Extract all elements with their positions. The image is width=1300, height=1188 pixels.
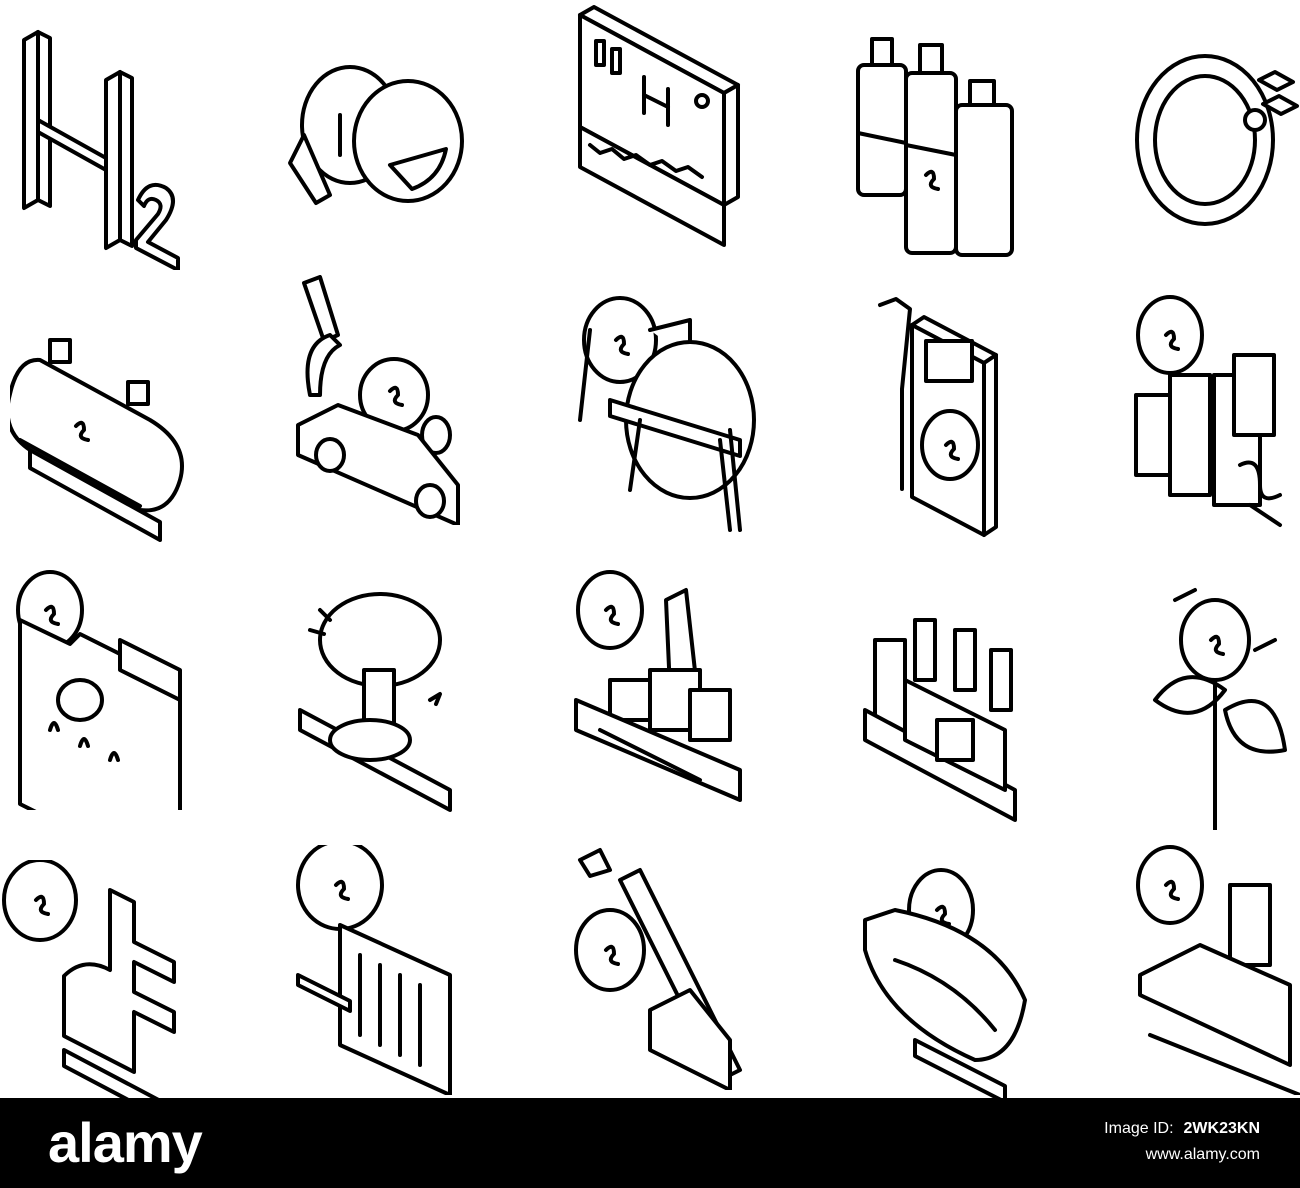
- hydrogen-airship-icon: [855, 860, 1075, 1110]
- fuel-station-icon: [860, 295, 1080, 545]
- alamy-logo[interactable]: alamy: [48, 1111, 203, 1174]
- icon-sheet: [2, 5, 1300, 1110]
- h2-formula-icon: [10, 20, 230, 270]
- hydrogen-element-card-icon: [570, 5, 790, 255]
- hydrogen-bomb-icon: [290, 580, 510, 830]
- site-url[interactable]: www.alamy.com: [1145, 1146, 1260, 1163]
- hydrogen-car-icon: [290, 275, 510, 525]
- drilling-platform-icon: [570, 560, 790, 810]
- hydrogen-train-icon: [1130, 845, 1300, 1095]
- hydrogen-welding-icon: [570, 840, 790, 1090]
- hydrogen-cloud-icon: [280, 45, 500, 295]
- image-id-label: Image ID:: [1104, 1120, 1174, 1137]
- hydrogen-boiler-icon: [0, 860, 220, 1110]
- molecule-ring-icon: [1125, 40, 1300, 290]
- image-id-value: 2WK23KN: [1183, 1120, 1260, 1137]
- image-meta: Image ID: 2WK23KN www.alamy.com: [1104, 1116, 1260, 1168]
- spherical-storage-tank-icon: [570, 290, 790, 540]
- electrolyzer-icon: [1130, 285, 1300, 535]
- hydrogen-factory-icon: [855, 600, 1075, 850]
- heating-radiator-icon: [290, 845, 510, 1095]
- image-id-row: Image ID: 2WK23KN: [1104, 1116, 1260, 1142]
- watermark-footer: alamy Image ID: 2WK23KN www.alamy.com: [0, 1098, 1300, 1188]
- gas-cylinders-icon: [850, 25, 1070, 275]
- furnace-icon: [10, 560, 230, 810]
- green-hydrogen-leaf-icon: [1135, 580, 1300, 830]
- hydrogen-tank-icon: [10, 330, 230, 580]
